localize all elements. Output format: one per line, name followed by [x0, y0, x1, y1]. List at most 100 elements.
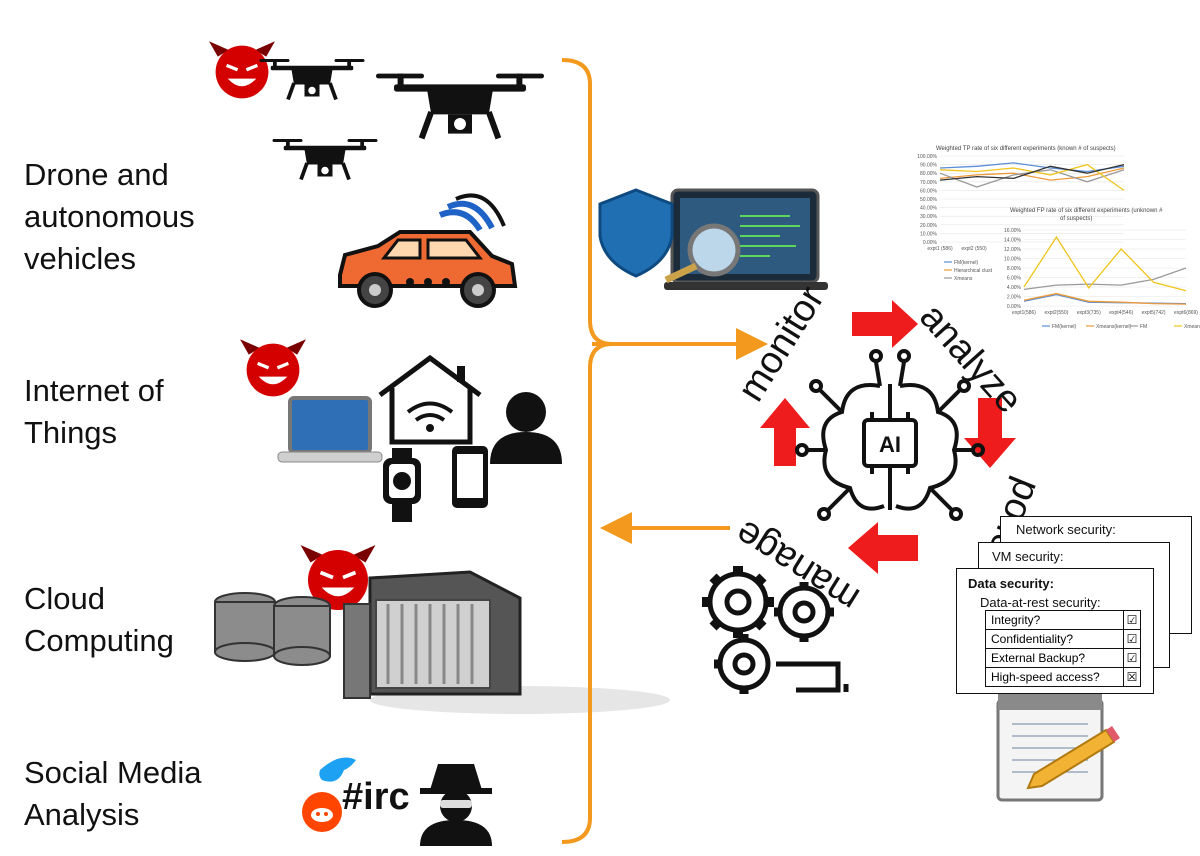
ai-brain-icon — [795, 349, 985, 521]
x-tick-label: expt5(742) — [1142, 310, 1166, 316]
series-line — [939, 162, 1125, 173]
y-tick-label: 60.00% — [920, 188, 938, 194]
fp-chart-y-axis: 16.00% 14.00% 12.00% 10.00% 8.00% 6.00% 4.00% 2… — [1004, 228, 1022, 310]
legend-label: Xmeans — [1184, 324, 1200, 330]
legend-label: FM(kernel) — [1052, 324, 1077, 330]
series-line — [1023, 292, 1187, 305]
checklist-row: High-speed access?☒ — [985, 667, 1141, 687]
doc-network-title: Network security: — [1016, 522, 1116, 537]
legend-label: FM(kernel) — [954, 260, 979, 266]
y-tick-label: 10.00% — [920, 231, 938, 237]
y-tick-label: 30.00% — [920, 214, 938, 220]
doc-vm-title: VM security: — [992, 549, 1064, 564]
arrow-monitor-to-analyze — [852, 300, 918, 348]
social-media-icons — [302, 757, 492, 846]
drone-group-icon — [207, 39, 544, 182]
series-line — [1023, 235, 1187, 292]
legend-label: Hierarchical clust — [954, 268, 993, 274]
y-tick-label: 40.00% — [920, 206, 938, 212]
notepad-pencil-icon — [996, 694, 1120, 802]
x-tick-label: expt6(869) — [1174, 310, 1198, 316]
checkbox-icon: ☑ — [1123, 648, 1141, 668]
checkbox-icon: ☑ — [1123, 629, 1141, 649]
irc-tag: #irc — [342, 776, 410, 818]
bracket-connector — [561, 58, 768, 844]
legend-label: Xmeans — [954, 276, 973, 282]
y-tick-label: 0.00% — [923, 240, 938, 246]
label-line: Things — [24, 415, 118, 450]
y-tick-label: 14.00% — [1004, 238, 1022, 244]
fp-chart-title-line-1: Weighted FP rate of six different experi… — [1010, 208, 1163, 214]
label-cloud: Cloud Computing — [24, 578, 174, 662]
ai-chip-label: AI — [879, 432, 901, 457]
series-line — [939, 163, 1125, 181]
connected-car-icon — [338, 193, 518, 308]
y-tick-label: 50.00% — [920, 197, 938, 203]
label-line: Drone and — [24, 157, 169, 192]
cloud-servers-icon — [214, 543, 670, 714]
y-tick-label: 16.00% — [1004, 228, 1022, 234]
label-drone-vehicles: Drone and autonomous vehicles — [24, 154, 195, 280]
iot-devices-icon — [238, 337, 562, 522]
tp-chart-y-axis: 100.00% 90.00% 80.00% 70.00% 60.00% 50.00% 40.… — [917, 154, 937, 246]
tp-chart-x-axis: expt1 (586) expt2 (550) — [927, 246, 987, 252]
checklist-row: External Backup?☑ — [985, 648, 1141, 668]
y-tick-label: 2.00% — [1007, 295, 1022, 301]
fp-rate-chart: Weighted FP rate of six different experi… — [1004, 208, 1200, 330]
cycle-arrows — [760, 300, 1016, 574]
fp-chart-title-line-2: of suspects) — [1060, 216, 1092, 222]
y-tick-label: 10.00% — [1004, 257, 1022, 263]
tp-rate-chart: Weighted TP rate of six different experi… — [917, 146, 1125, 282]
checkbox-icon: ☑ — [1123, 610, 1141, 630]
label-line: autonomous — [24, 199, 195, 234]
tp-chart-lines — [939, 162, 1125, 191]
y-tick-label: 6.00% — [1007, 276, 1022, 282]
fp-chart-lines — [1023, 235, 1187, 305]
label-iot: Internet of Things — [24, 370, 164, 454]
checklist-row: Integrity?☑ — [985, 610, 1141, 630]
y-tick-label: 80.00% — [920, 171, 938, 177]
y-tick-label: 0.00% — [1007, 304, 1022, 310]
gears-icon — [702, 566, 849, 694]
checklist-label: Integrity? — [985, 610, 1124, 630]
legend-label: FM — [1140, 324, 1147, 330]
series-line — [939, 163, 1125, 191]
fp-chart-title: Weighted FP rate of six different experi… — [1010, 208, 1164, 222]
arrow-analyze-to-policy — [964, 398, 1016, 468]
legend-label: Xmeans(kernel) — [1096, 324, 1132, 330]
doc-rest-title: Data-at-rest security: — [980, 595, 1101, 610]
series-line — [1023, 267, 1187, 291]
tp-chart-title: Weighted TP rate of six different experi… — [936, 146, 1116, 152]
label-line: Social Media — [24, 755, 202, 790]
checklist-row: Confidentiality?☑ — [985, 629, 1141, 649]
x-tick-label: expt4(546) — [1109, 310, 1133, 316]
security-monitoring-icon — [598, 188, 828, 290]
checklist-label: Confidentiality? — [985, 629, 1124, 649]
fp-chart-legend: FM(kernel) Xmeans(kernel) FM Xmeans — [1042, 324, 1200, 330]
arrow-manage-to-monitor — [760, 398, 810, 466]
checklist-label: External Backup? — [985, 648, 1124, 668]
y-tick-label: 100.00% — [917, 154, 937, 160]
label-line: vehicles — [24, 241, 136, 276]
y-tick-label: 4.00% — [1007, 285, 1022, 291]
label-line: Computing — [24, 623, 174, 658]
security-checklist: Integrity?☑ Confidentiality?☑ External B… — [985, 610, 1141, 687]
doc-data-title: Data security: — [968, 576, 1054, 591]
series-line — [939, 167, 1125, 181]
fp-chart-x-axis: expt1(586) expt2(550) expt3(735) expt4(546)… — [1012, 310, 1198, 316]
x-tick-label: expt3(735) — [1077, 310, 1101, 316]
y-tick-label: 12.00% — [1004, 247, 1022, 253]
x-tick-label: expt1 (586) — [927, 246, 953, 252]
label-line: Cloud — [24, 581, 105, 616]
tp-chart-grid — [940, 155, 1124, 243]
y-tick-label: 8.00% — [1007, 266, 1022, 272]
label-line: Internet of — [24, 373, 164, 408]
x-tick-label: expt1(586) — [1012, 310, 1036, 316]
y-tick-label: 70.00% — [920, 180, 938, 186]
x-tick-label: expt2 (550) — [961, 246, 987, 252]
y-tick-label: 20.00% — [920, 223, 938, 229]
x-tick-label: expt2(550) — [1044, 310, 1068, 316]
y-tick-label: 90.00% — [920, 163, 938, 169]
